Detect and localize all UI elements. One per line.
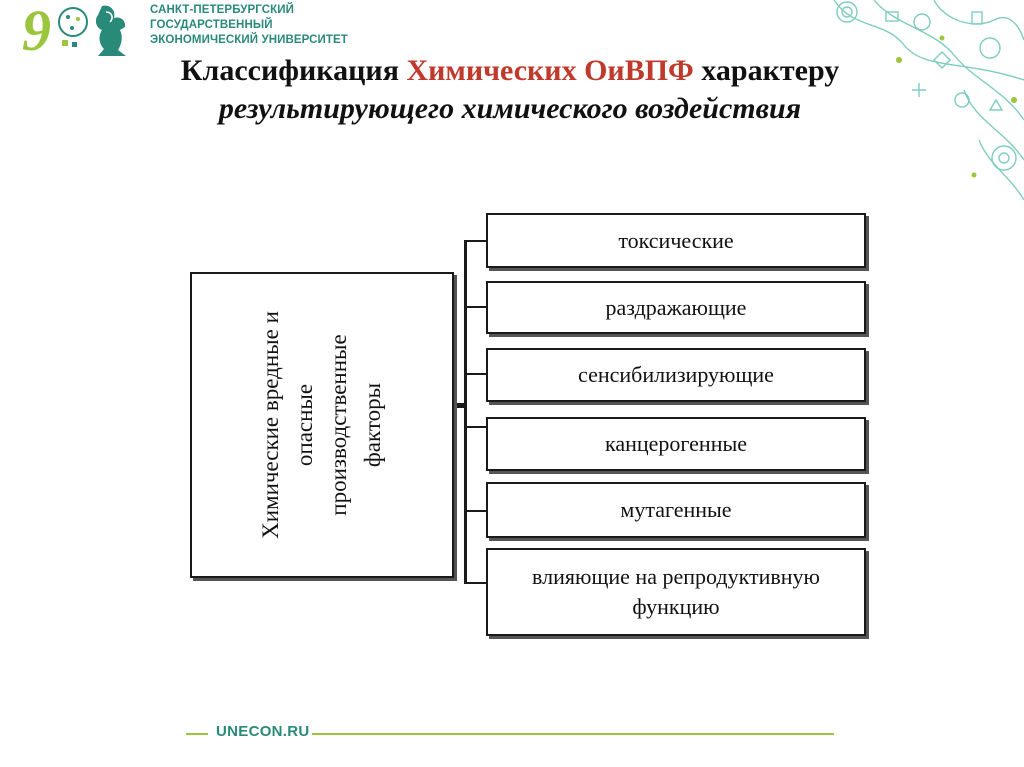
- university-logo: 9 САНКТ-ПЕТЕРБУРГСКИЙ ГОСУДАРСТВЕННЫЙ ЭК…: [22, 0, 362, 63]
- category-box-toxic: токсические: [486, 213, 866, 268]
- university-name: САНКТ-ПЕТЕРБУРГСКИЙ ГОСУДАРСТВЕННЫЙ ЭКОН…: [150, 3, 348, 48]
- footer-divider-left: [186, 733, 208, 735]
- category-label: раздражающие: [605, 294, 747, 320]
- decorative-pattern: [833, 0, 1024, 200]
- university-name-line-2: ГОСУДАРСТВЕННЫЙ: [150, 19, 273, 31]
- university-name-line-3: ЭКОНОМИЧЕСКИЙ УНИВЕРСИТЕТ: [150, 34, 348, 46]
- connector-branch-2: [464, 306, 487, 308]
- connector-branch-3: [464, 373, 487, 375]
- connector-spine-upper: [464, 240, 467, 405]
- root-label-line-1: Химические вредные и: [258, 311, 283, 539]
- connector-root: [454, 403, 466, 408]
- category-box-carcinogenic: канцерогенные: [486, 417, 866, 471]
- anniversary-logo-icon: 9: [22, 0, 126, 63]
- title-part-1: Классификация: [180, 54, 407, 87]
- title-part-2: характеру: [693, 54, 840, 87]
- category-box-irritant: раздражающие: [486, 281, 866, 334]
- connector-branch-1: [464, 240, 487, 242]
- footer-divider-right: [312, 733, 834, 735]
- category-box-reproductive: влияющие на репродуктивную функцию: [486, 548, 866, 636]
- title-line-1: Классификация Химических ОиВПФ характеру: [60, 52, 960, 90]
- root-factor-label: Химические вредные и опасные производств…: [254, 311, 390, 539]
- root-factor-box: Химические вредные и опасные производств…: [190, 272, 454, 578]
- root-label-line-3: производственные: [326, 334, 351, 516]
- university-name-line-1: САНКТ-ПЕТЕРБУРГСКИЙ: [150, 4, 295, 16]
- connector-joint: [464, 404, 467, 426]
- category-label: сенсибилизирующие: [578, 362, 774, 387]
- footer-website-link[interactable]: UNECON.RU: [216, 723, 310, 740]
- griffin-logo-icon: [95, 5, 126, 57]
- connector-branch-5: [464, 510, 487, 512]
- category-label: влияющие на репродуктивную функцию: [532, 564, 820, 619]
- connector-branch-6: [464, 582, 487, 584]
- category-box-sensitizing: сенсибилизирующие: [486, 348, 866, 402]
- title-accent: Химических ОиВПФ: [406, 54, 694, 87]
- title-line-2: результирующего химического воздействия: [218, 92, 802, 125]
- connector-branch-4: [464, 426, 487, 428]
- connector-spine-lower: [464, 426, 467, 584]
- anniversary-digit: 9: [22, 0, 51, 60]
- category-label: токсические: [618, 227, 734, 253]
- category-box-mutagenic: мутагенные: [486, 482, 866, 538]
- root-label-line-2: опасные: [292, 383, 317, 467]
- root-label-line-4: факторы: [360, 382, 385, 468]
- category-label: канцерогенные: [604, 431, 748, 456]
- slide-title: Классификация Химических ОиВПФ характеру…: [60, 52, 960, 128]
- category-label: мутагенные: [620, 497, 732, 522]
